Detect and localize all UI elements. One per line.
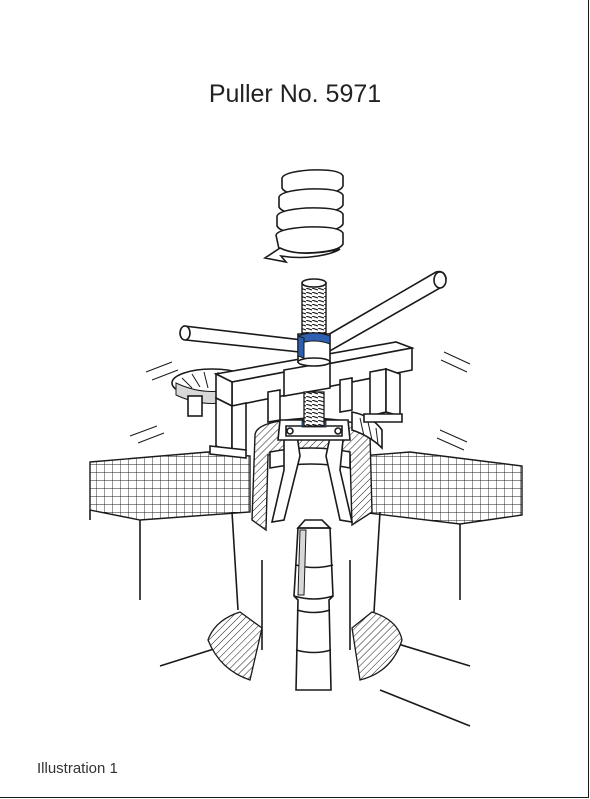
bore-housing <box>159 511 471 727</box>
t-handle <box>179 270 447 354</box>
shaft <box>293 519 334 691</box>
spindle-nut <box>297 332 331 367</box>
page-title: Puller No. 5971 <box>208 80 382 108</box>
rotation-arrow-icon <box>262 169 344 264</box>
illustration-caption: Illustration 1 <box>37 760 118 777</box>
motion-lines <box>129 351 471 451</box>
housing-left <box>89 451 251 600</box>
puller-jaws <box>270 419 354 523</box>
spindle <box>301 278 327 427</box>
housing-right <box>359 451 523 600</box>
